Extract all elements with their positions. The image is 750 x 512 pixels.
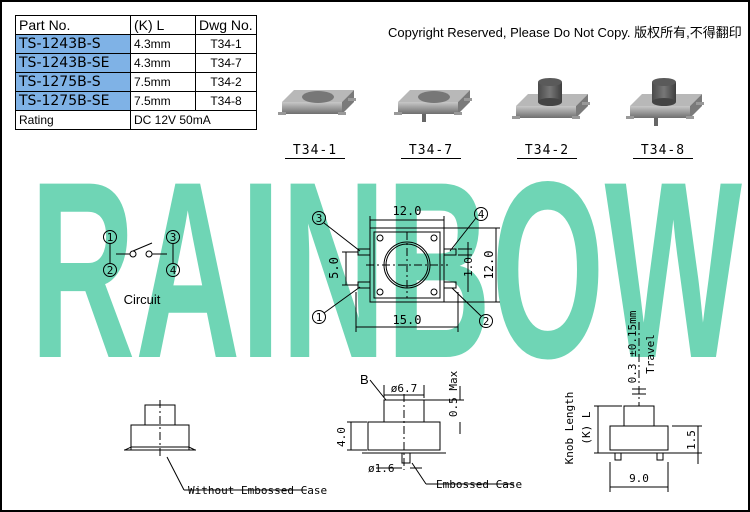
kl-cell: 4.3mm	[130, 53, 196, 73]
dim-height: 4.0	[335, 427, 348, 447]
circuit-pin-2: 2	[107, 264, 114, 277]
top-pin-3: 3	[316, 212, 323, 225]
top-pin-2: 2	[483, 315, 490, 328]
rating-row: Rating DC 12V 50mA	[15, 110, 257, 130]
top-pin-1: 1	[316, 311, 323, 324]
dwg-no-cell: T34-1	[195, 34, 257, 54]
detail-label-b: B	[360, 372, 369, 387]
rating-value: DC 12V 50mA	[130, 110, 257, 130]
top-view	[312, 207, 500, 332]
dim-knob-max: 0.5 Max	[447, 370, 460, 417]
circuit-pin-4: 4	[170, 264, 177, 277]
side-view-embossed	[347, 379, 514, 485]
knob-length-label: Knob Length	[563, 392, 576, 465]
dim-width-bottom: 15.0	[393, 313, 422, 327]
part-no-cell: TS-1275B-S	[15, 72, 131, 92]
part-no-cell: TS-1275B-SE	[15, 91, 131, 111]
rating-label: Rating	[15, 110, 131, 130]
dim-pad-pitch: 5.0	[327, 257, 341, 279]
circuit-label: Circuit	[124, 292, 161, 307]
kl-cell: 7.5mm	[130, 72, 196, 92]
table-row: TS-1275B-S 7.5mm T34-2	[15, 72, 257, 92]
dim-knob-diameter: ø6.7	[391, 382, 418, 395]
circuit-pin-1: 1	[107, 231, 114, 244]
circuit-pin-3: 3	[170, 231, 177, 244]
side-view-knob	[594, 322, 702, 492]
part-no-cell: TS-1243B-SE	[15, 53, 131, 73]
render-t34-7	[394, 90, 472, 122]
label-without-embossed: Without Embossed Case	[188, 484, 327, 497]
side-view-without-embossed	[124, 400, 307, 491]
dim-width-top: 12.0	[393, 204, 422, 218]
table-row: TS-1243B-S 4.3mm T34-1	[15, 34, 257, 54]
product-renders	[278, 78, 704, 126]
dwg-no-cell: T34-7	[195, 53, 257, 73]
render-t34-1	[278, 90, 356, 115]
dwg-no-cell: T34-2	[195, 72, 257, 92]
dim-travel: 0.3 ±0.15mm	[626, 310, 639, 383]
copyright-notice: Copyright Reserved, Please Do Not Copy. …	[388, 25, 742, 40]
variant-label-t34-2: T34-2	[517, 144, 577, 159]
kl-label: (K) L	[580, 411, 593, 444]
label-embossed: Embossed Case	[436, 478, 522, 491]
dim-lead-width: 1.0	[462, 257, 475, 277]
travel-label: Travel	[644, 334, 657, 374]
dim-base-width: 9.0	[629, 472, 649, 485]
variant-label-t34-7: T34-7	[401, 144, 461, 159]
circuit-diagram	[103, 230, 180, 277]
variant-label-t34-1: T34-1	[285, 144, 345, 159]
table-row: TS-1243B-SE 4.3mm T34-7	[15, 53, 257, 73]
dim-boss-diameter: ø1.6	[368, 462, 395, 475]
dim-height-right: 12.0	[482, 251, 496, 280]
render-t34-8	[626, 78, 704, 126]
dim-lead-height: 1.5	[685, 430, 698, 450]
render-t34-2	[512, 78, 590, 119]
variant-label-t34-8: T34-8	[633, 144, 693, 159]
part-number-table: Part No. (K) L Dwg No. TS-1243B-S 4.3mm …	[15, 15, 257, 130]
top-pin-4: 4	[478, 208, 485, 221]
